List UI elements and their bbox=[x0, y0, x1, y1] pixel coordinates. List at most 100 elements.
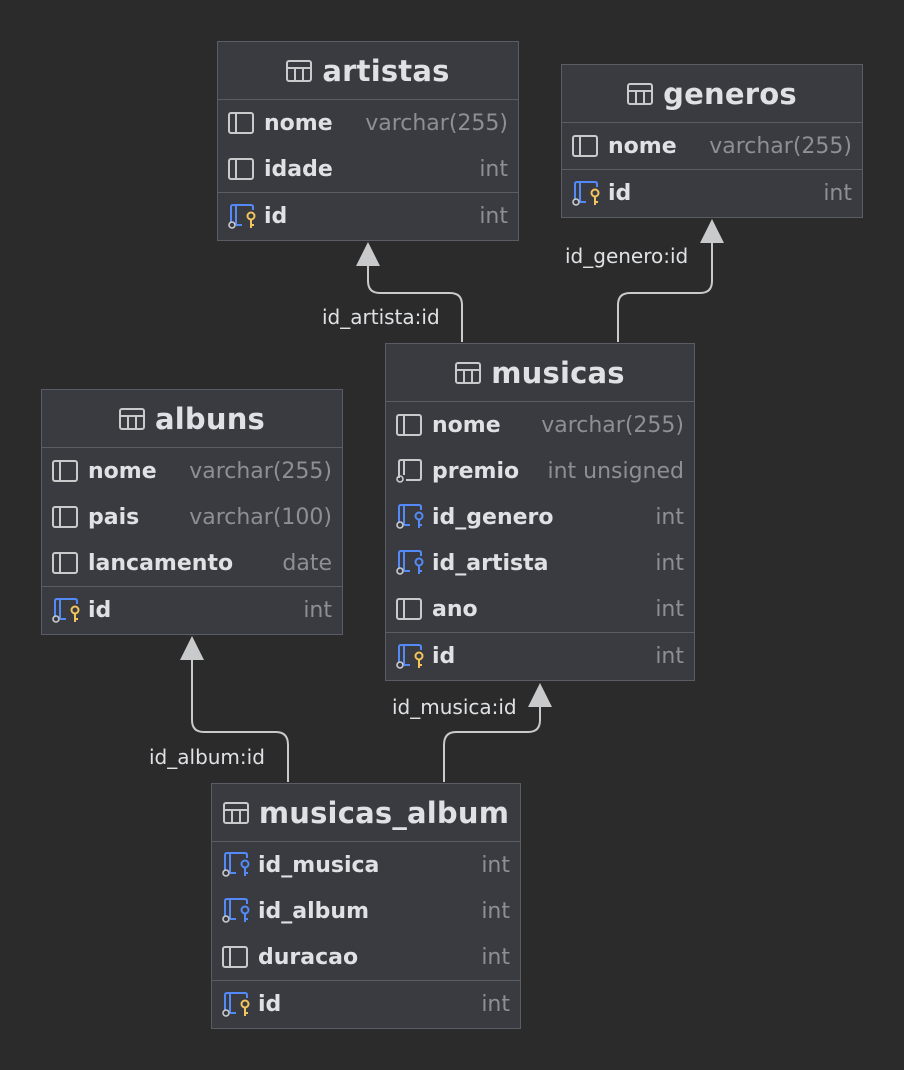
table-artistas[interactable]: artistas nome varchar(255) idade int id int bbox=[217, 41, 519, 241]
primary-key-icon bbox=[52, 597, 80, 624]
column-type: varchar(255) bbox=[709, 133, 852, 159]
column-name: lancamento bbox=[88, 550, 234, 576]
table-title: generos bbox=[663, 76, 797, 111]
column-row[interactable]: idade int bbox=[218, 146, 518, 192]
column-name: id_artista bbox=[432, 550, 549, 576]
column-type: int bbox=[823, 181, 852, 206]
column-icon bbox=[52, 458, 80, 484]
column-row[interactable]: pais varchar(100) bbox=[42, 494, 342, 540]
column-type: date bbox=[282, 550, 332, 576]
column-icon bbox=[228, 156, 256, 182]
table-header[interactable]: musicas bbox=[386, 344, 694, 402]
column-type: int bbox=[303, 598, 332, 623]
column-icon bbox=[396, 412, 424, 438]
table-header[interactable]: albuns bbox=[42, 390, 342, 448]
foreign-key-icon bbox=[396, 550, 424, 576]
nullable-column-icon bbox=[396, 458, 424, 484]
column-name: nome bbox=[608, 133, 677, 159]
column-name: id bbox=[608, 181, 632, 206]
link-musicasalbum-musicas bbox=[443, 704, 541, 782]
table-albuns[interactable]: albuns nome varchar(255) pais varchar(100) la… bbox=[41, 389, 343, 635]
table-header[interactable]: generos bbox=[562, 65, 862, 123]
table-icon bbox=[627, 82, 654, 105]
column-type: int bbox=[655, 596, 684, 622]
column-name: nome bbox=[88, 458, 157, 484]
column-name: id_musica bbox=[258, 852, 380, 878]
table-icon bbox=[286, 59, 313, 82]
column-row[interactable]: nome varchar(255) bbox=[562, 123, 862, 169]
column-icon bbox=[222, 944, 250, 970]
relation-label: id_genero:id bbox=[565, 244, 689, 268]
relation-label: id_album:id bbox=[149, 745, 265, 769]
column-type: int bbox=[481, 944, 510, 970]
column-name: id bbox=[88, 598, 112, 623]
column-type: varchar(255) bbox=[365, 110, 508, 136]
column-type: int bbox=[479, 204, 508, 229]
column-type: int bbox=[481, 992, 510, 1017]
column-name: nome bbox=[432, 412, 501, 438]
column-row[interactable]: nome varchar(255) bbox=[42, 448, 342, 494]
primary-key-row[interactable]: id int bbox=[386, 632, 694, 680]
column-type: varchar(100) bbox=[189, 504, 332, 530]
table-title: musicas bbox=[491, 355, 625, 390]
column-icon bbox=[228, 110, 256, 136]
column-type: int bbox=[479, 156, 508, 182]
column-name: id bbox=[432, 644, 456, 669]
column-type: int bbox=[481, 852, 510, 878]
relation-label: id_artista:id bbox=[322, 305, 440, 329]
column-name: id bbox=[264, 204, 288, 229]
column-type: varchar(255) bbox=[189, 458, 332, 484]
column-name: premio bbox=[432, 458, 520, 484]
primary-key-row[interactable]: id int bbox=[218, 192, 518, 240]
primary-key-icon bbox=[572, 180, 600, 207]
column-type: int bbox=[481, 898, 510, 924]
table-icon bbox=[455, 361, 482, 384]
column-name: nome bbox=[264, 110, 333, 136]
column-row[interactable]: lancamento date bbox=[42, 540, 342, 586]
column-icon bbox=[52, 550, 80, 576]
column-name: duracao bbox=[258, 944, 359, 970]
table-icon bbox=[222, 801, 249, 824]
foreign-key-icon bbox=[222, 898, 250, 924]
column-icon bbox=[396, 596, 424, 622]
column-type: int unsigned bbox=[547, 458, 684, 484]
arrowhead-generos bbox=[700, 219, 724, 243]
column-row[interactable]: nome varchar(255) bbox=[218, 100, 518, 146]
column-name: id_genero bbox=[432, 504, 554, 530]
column-row[interactable]: id_artista int bbox=[386, 540, 694, 586]
column-row[interactable]: id_musica int bbox=[212, 842, 520, 888]
column-row[interactable]: duracao int bbox=[212, 934, 520, 980]
column-icon bbox=[572, 133, 600, 159]
column-type: int bbox=[655, 644, 684, 669]
table-header[interactable]: musicas_album bbox=[212, 784, 520, 842]
arrowhead-artistas bbox=[356, 242, 380, 266]
arrowhead-musicas bbox=[528, 683, 552, 707]
column-name: idade bbox=[264, 156, 333, 182]
primary-key-icon bbox=[228, 203, 256, 230]
primary-key-icon bbox=[222, 991, 250, 1018]
link-musicas-artistas bbox=[367, 262, 463, 342]
foreign-key-icon bbox=[222, 852, 250, 878]
table-title: musicas_album bbox=[258, 795, 510, 830]
foreign-key-icon bbox=[396, 504, 424, 530]
primary-key-row[interactable]: id int bbox=[42, 586, 342, 634]
table-header[interactable]: artistas bbox=[218, 42, 518, 100]
relation-label: id_musica:id bbox=[392, 695, 517, 719]
primary-key-row[interactable]: id int bbox=[562, 169, 862, 217]
table-generos[interactable]: generos nome varchar(255) id int bbox=[561, 64, 863, 218]
column-type: int bbox=[655, 550, 684, 576]
primary-key-icon bbox=[396, 643, 424, 670]
column-name: pais bbox=[88, 504, 140, 530]
link-musicas-generos bbox=[617, 240, 713, 342]
link-musicasalbum-albuns bbox=[191, 658, 289, 782]
table-icon bbox=[118, 407, 145, 430]
column-row[interactable]: premio int unsigned bbox=[386, 448, 694, 494]
